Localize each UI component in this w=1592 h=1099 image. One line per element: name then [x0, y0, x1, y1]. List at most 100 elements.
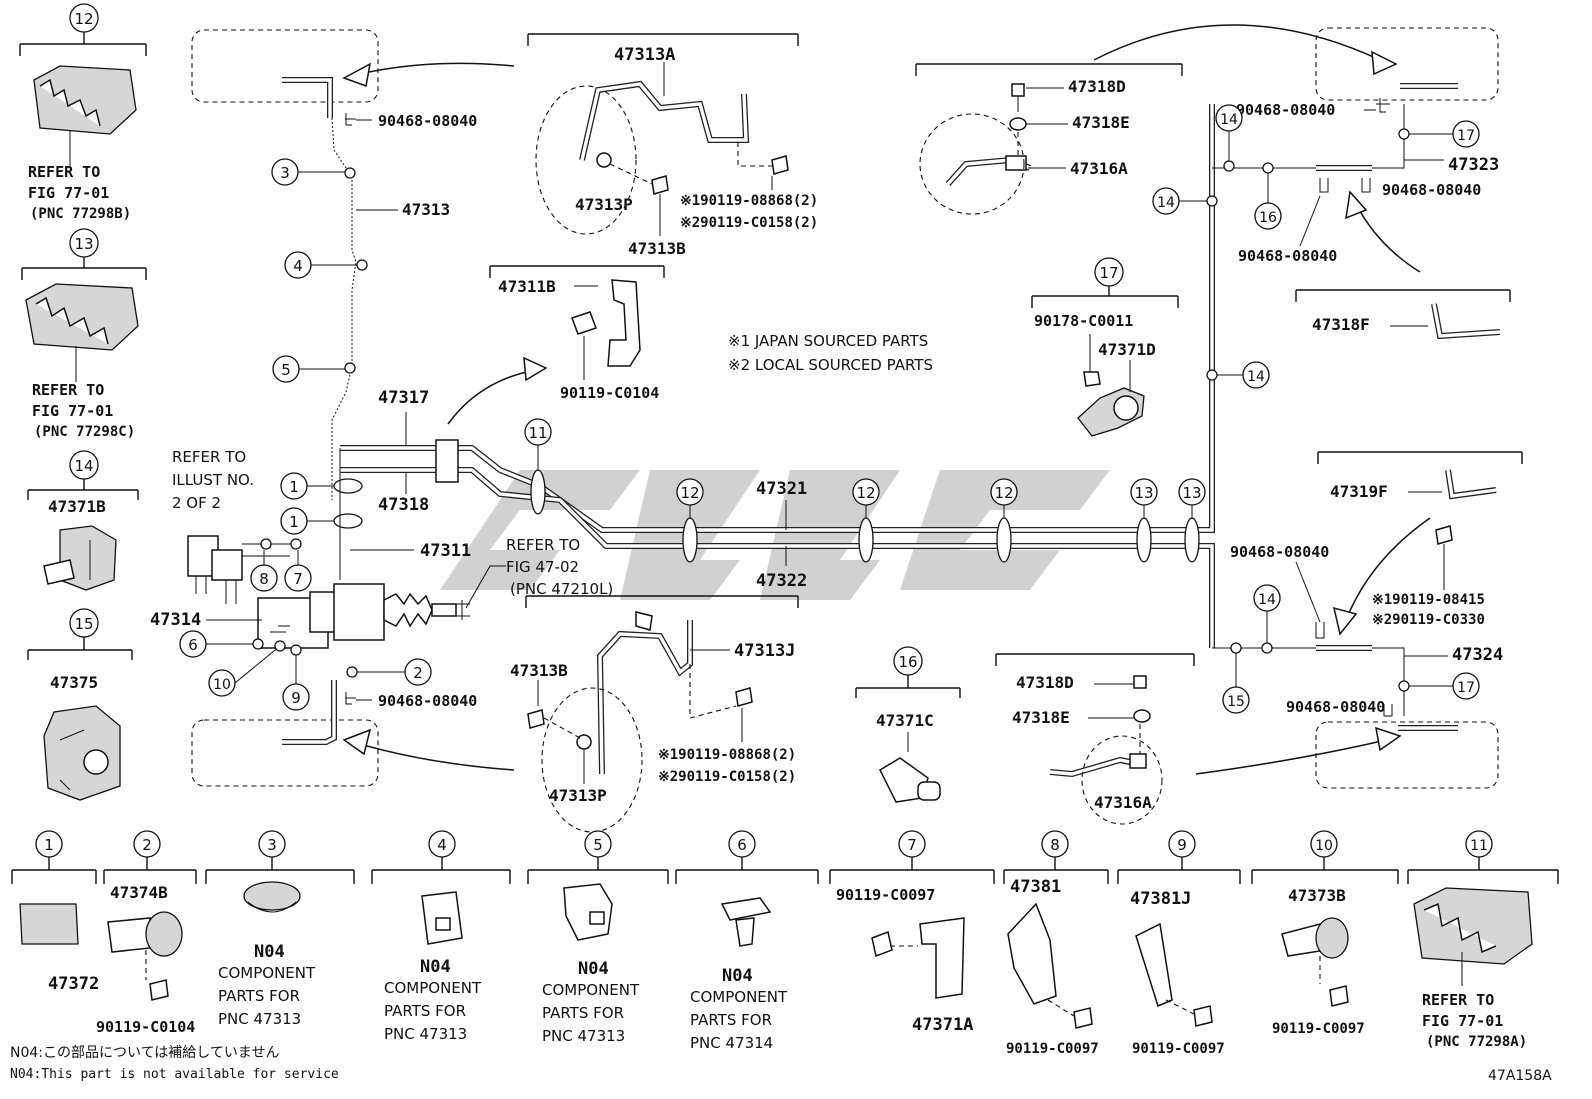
num-16-clip: 16 — [898, 653, 917, 671]
part-47371A: 47371A — [912, 1015, 973, 1035]
comp-6-l3: PNC 47314 — [690, 1034, 773, 1052]
clip-14-callout: 14 — [27, 450, 139, 500]
clip-12-drawing — [33, 65, 137, 168]
num-6-bottom: 6 — [737, 836, 747, 854]
bolt-90468-bottom-left: 90468-08040 — [378, 692, 477, 710]
hose-47318F-drawing — [1431, 303, 1501, 340]
part-47318F: 47318F — [1312, 315, 1370, 334]
num-14a: 14 — [1220, 112, 1238, 128]
num-13: 13 — [74, 235, 93, 253]
clip-12b-on-line — [858, 517, 874, 563]
clip-11-fig: FIG 77-01 — [1422, 1012, 1503, 1030]
comp-3-l2: PARTS FOR — [218, 987, 300, 1005]
bolt-90119-C0104-47311B: 90119-C0104 — [560, 384, 659, 402]
bolt-x190119-08868-bottom: ※190119-08868(2) — [658, 747, 796, 763]
clip-11-pnc: (PNC 77298A) — [1426, 1034, 1527, 1050]
comp-3-l1: COMPONENT — [218, 964, 316, 982]
n04-5: N04 — [578, 959, 609, 979]
part-47324: 47324 — [1452, 645, 1503, 665]
part-47316A-top: 47316A — [1070, 159, 1128, 178]
part-47318D-top: 47318D — [1068, 77, 1126, 96]
num-14d: 14 — [1258, 592, 1276, 608]
clip-47371C-drawing — [879, 757, 941, 803]
comp-4-l2: PARTS FOR — [384, 1002, 466, 1020]
comp-4-l1: COMPONENT — [384, 979, 482, 997]
num-1-bottom: 1 — [44, 836, 54, 854]
clip-15-drawing — [43, 705, 121, 801]
grommet-icon — [243, 881, 301, 911]
clip-12-fig: FIG 77-01 — [28, 184, 109, 202]
hose-47313J-drawing — [527, 611, 753, 775]
bolt-90178-C0011: 90178-C0011 — [1034, 312, 1133, 330]
bolt-90119-C0097-8: 90119-C0097 — [1006, 1041, 1099, 1057]
clip-12-pnc: (PNC 77298B) — [30, 206, 131, 222]
num-5-pipe: 5 — [281, 361, 291, 379]
bolt-90468-upper-low-right: 90468-08040 — [1230, 543, 1329, 561]
clip-12c-on-line — [996, 517, 1012, 563]
group-47313J-bracket — [525, 595, 799, 608]
hose-47316A-top-drawing — [945, 83, 1032, 187]
group-47316A-bottom-bracket — [995, 653, 1195, 666]
refer-illust-line1: REFER TO — [172, 448, 246, 466]
figure-code: 47A158A — [1488, 1068, 1552, 1084]
part-47375: 47375 — [50, 673, 98, 692]
part-47374B: 47374B — [110, 883, 168, 902]
bolt-top-left-icon — [345, 113, 356, 126]
footer-note-jp: N04:この部品については補給していません — [10, 1045, 279, 1061]
part-47316A-bottom: 47316A — [1094, 793, 1152, 812]
clip-15-callout: 15 — [27, 608, 133, 660]
group-47313A-bracket — [527, 33, 799, 46]
n04-4: N04 — [420, 957, 451, 977]
part-47313P-bottom: 47313P — [549, 786, 607, 805]
detail-ellipse-47316A-top — [919, 113, 1025, 215]
bolt-x190119-08868-top: ※190119-08868(2) — [680, 193, 818, 209]
num-10-bottom: 10 — [1315, 838, 1333, 854]
bolt-90468-top-left: 90468-08040 — [378, 112, 477, 130]
bolt-90119-C0097-7: 90119-C0097 — [836, 886, 935, 904]
clip-11-refer: REFER TO — [1422, 991, 1494, 1009]
comp-6-l1: COMPONENT — [690, 988, 788, 1006]
num-12c-line: 12 — [994, 484, 1013, 502]
clip-13a-on-line — [1136, 517, 1152, 563]
master-cylinder-drawing — [187, 535, 470, 649]
num-14b: 14 — [1157, 195, 1175, 211]
num-17b: 17 — [1457, 680, 1475, 696]
clip-12-refer: REFER TO — [28, 163, 100, 181]
num-4-pipe: 4 — [293, 257, 303, 275]
comp-4-l3: PNC 47313 — [384, 1025, 467, 1043]
refer-illust-line3: 2 OF 2 — [172, 494, 221, 512]
part-47318E-top: 47318E — [1072, 113, 1130, 132]
bolt-90468-low-right: 90468-08040 — [1238, 247, 1337, 265]
zoom-frame-bottom-right — [1315, 721, 1499, 789]
num-11-bottom: 11 — [1470, 838, 1488, 854]
bracket-47371A-icon — [919, 917, 965, 999]
comp-6-l2: PARTS FOR — [690, 1011, 772, 1029]
part-47314: 47314 — [150, 610, 201, 630]
detail-ellipse-47313A — [535, 85, 637, 235]
clip-11-on-line — [530, 469, 546, 515]
num-8-bottom: 8 — [1050, 836, 1060, 854]
num-1a: 1 — [289, 478, 299, 496]
bracket-47311B-drawing — [571, 279, 641, 367]
part-47311: 47311 — [420, 541, 471, 561]
clip-13-fig: FIG 77-01 — [32, 402, 113, 420]
line-47313-body — [331, 117, 357, 500]
part-47321: 47321 — [756, 479, 807, 499]
group-47318F-bracket — [1295, 289, 1511, 302]
num-11-line: 11 — [528, 424, 547, 442]
refer-fig47-line1: REFER TO — [506, 536, 580, 554]
line-47323-drawing — [1212, 83, 1458, 193]
footer-note-en: N04:This part is not available for servi… — [10, 1067, 339, 1082]
clip-12a-on-line — [682, 517, 698, 563]
bolt-x290119-C0158-bottom: ※290119-C0158(2) — [658, 769, 796, 785]
line-47313-top-segment — [282, 62, 515, 118]
clip-13b-on-line — [1184, 517, 1200, 563]
clip-13-drawing — [25, 283, 139, 382]
clamp-47371D-drawing — [1077, 334, 1145, 437]
bolt-90119-C0097-9: 90119-C0097 — [1132, 1041, 1225, 1057]
num-2-cyl: 2 — [413, 664, 423, 682]
num-13b-line: 13 — [1182, 484, 1201, 502]
n04-3: N04 — [254, 942, 285, 962]
bolt-x190119-08415: ※190119-08415 — [1372, 592, 1485, 608]
